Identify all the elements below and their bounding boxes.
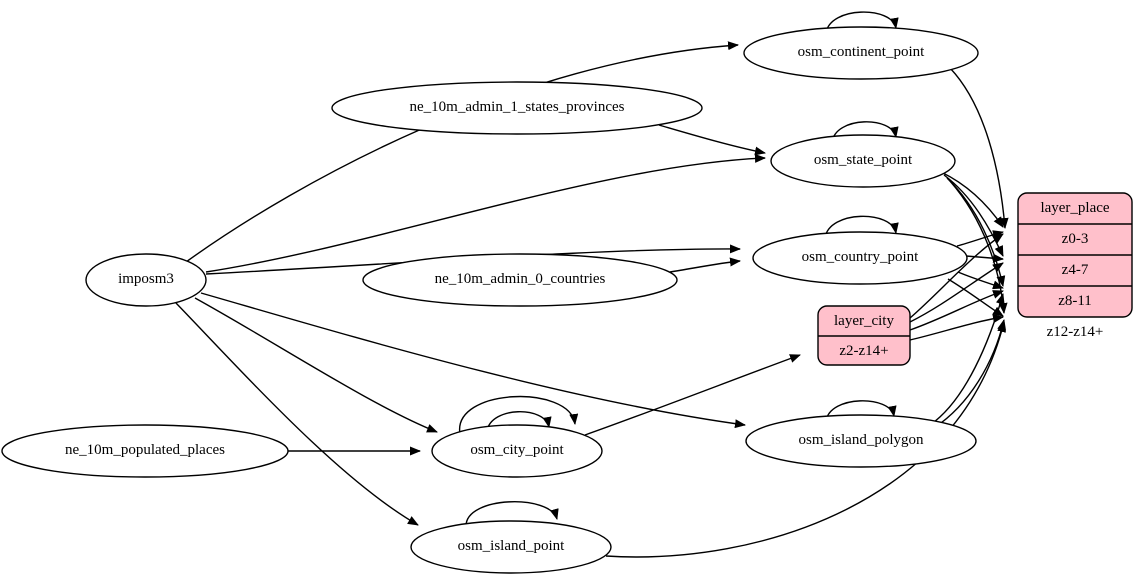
edge-osm_state_point-layer_place-z4-7 [943,174,1004,257]
self-loop-osm_state_point [831,121,899,143]
edge-layer_city-layer_place-z8-11 [909,290,1004,331]
node-layer [1,26,979,574]
node-osm_island_polygon[interactable] [745,414,977,468]
edge-osm_island_polygon-layer_place-z8-11 [929,293,1005,426]
edge-imposm3-osm_state_point [205,153,766,273]
edge-osm_country_point-layer_place-z4-7 [965,253,1004,263]
edge-ne_10m_admin_0_countries-osm_country_point [669,257,741,273]
node-osm_country_point[interactable] [752,231,968,285]
self-loop-osm_city_point-outer [459,395,579,435]
edge-imposm3-osm_island_polygon [200,292,746,429]
node-osm_continent_point[interactable] [743,26,979,80]
node-osm_city_point[interactable] [431,424,603,478]
edge-layer [175,11,1009,558]
self-loop-osm_country_point [824,215,899,239]
edge-osm_state_point-layer_place-z0-3 [940,171,1004,228]
record-node-layer [817,192,1133,366]
record-node-layer_place[interactable] [1017,192,1133,318]
edge-layer_city-layer_place-z12-z14+ [909,314,1004,341]
edge-imposm3-osm_city_point [194,297,438,433]
edge-layer_city-layer_place-z0-3 [909,233,1004,319]
edge-ne_10m_admin_1_states_provinces-osm_state_point [658,124,766,156]
self-loop-osm_island_polygon [825,400,897,422]
node-osm_state_point[interactable] [770,134,956,188]
edge-osm_island_point-layer_place-z12-z14+ [605,321,1006,558]
record-node-layer_city[interactable] [817,305,911,366]
edge-osm_country_point-layer_place-z8-11 [957,271,1004,290]
node-ne_10m_admin_0_countries[interactable] [362,253,678,307]
node-osm_island_point[interactable] [410,520,612,574]
node-imposm3[interactable] [85,253,207,307]
edge-osm_country_point-layer_place-z12-z14+ [947,278,1004,317]
self-loop-osm_city_point-inner [486,411,552,432]
self-loop-osm_island_point [465,501,559,527]
node-ne_10m_populated_places[interactable] [1,424,289,478]
node-ne_10m_admin_1_states_provinces[interactable] [331,81,703,135]
edge-imposm3-osm_island_point [175,302,419,526]
self-loop-osm_continent_point [825,11,899,34]
edge-osm_city_point-layer_city [584,354,801,436]
edge-osm_country_point-layer_place-z0-3 [956,230,1004,247]
edge-osm_continent_point-layer_place-z0-3 [949,67,1009,229]
edge-layer_city-layer_place-z4-7 [909,262,1004,323]
edge-imposm3-osm_continent_point [185,41,739,263]
